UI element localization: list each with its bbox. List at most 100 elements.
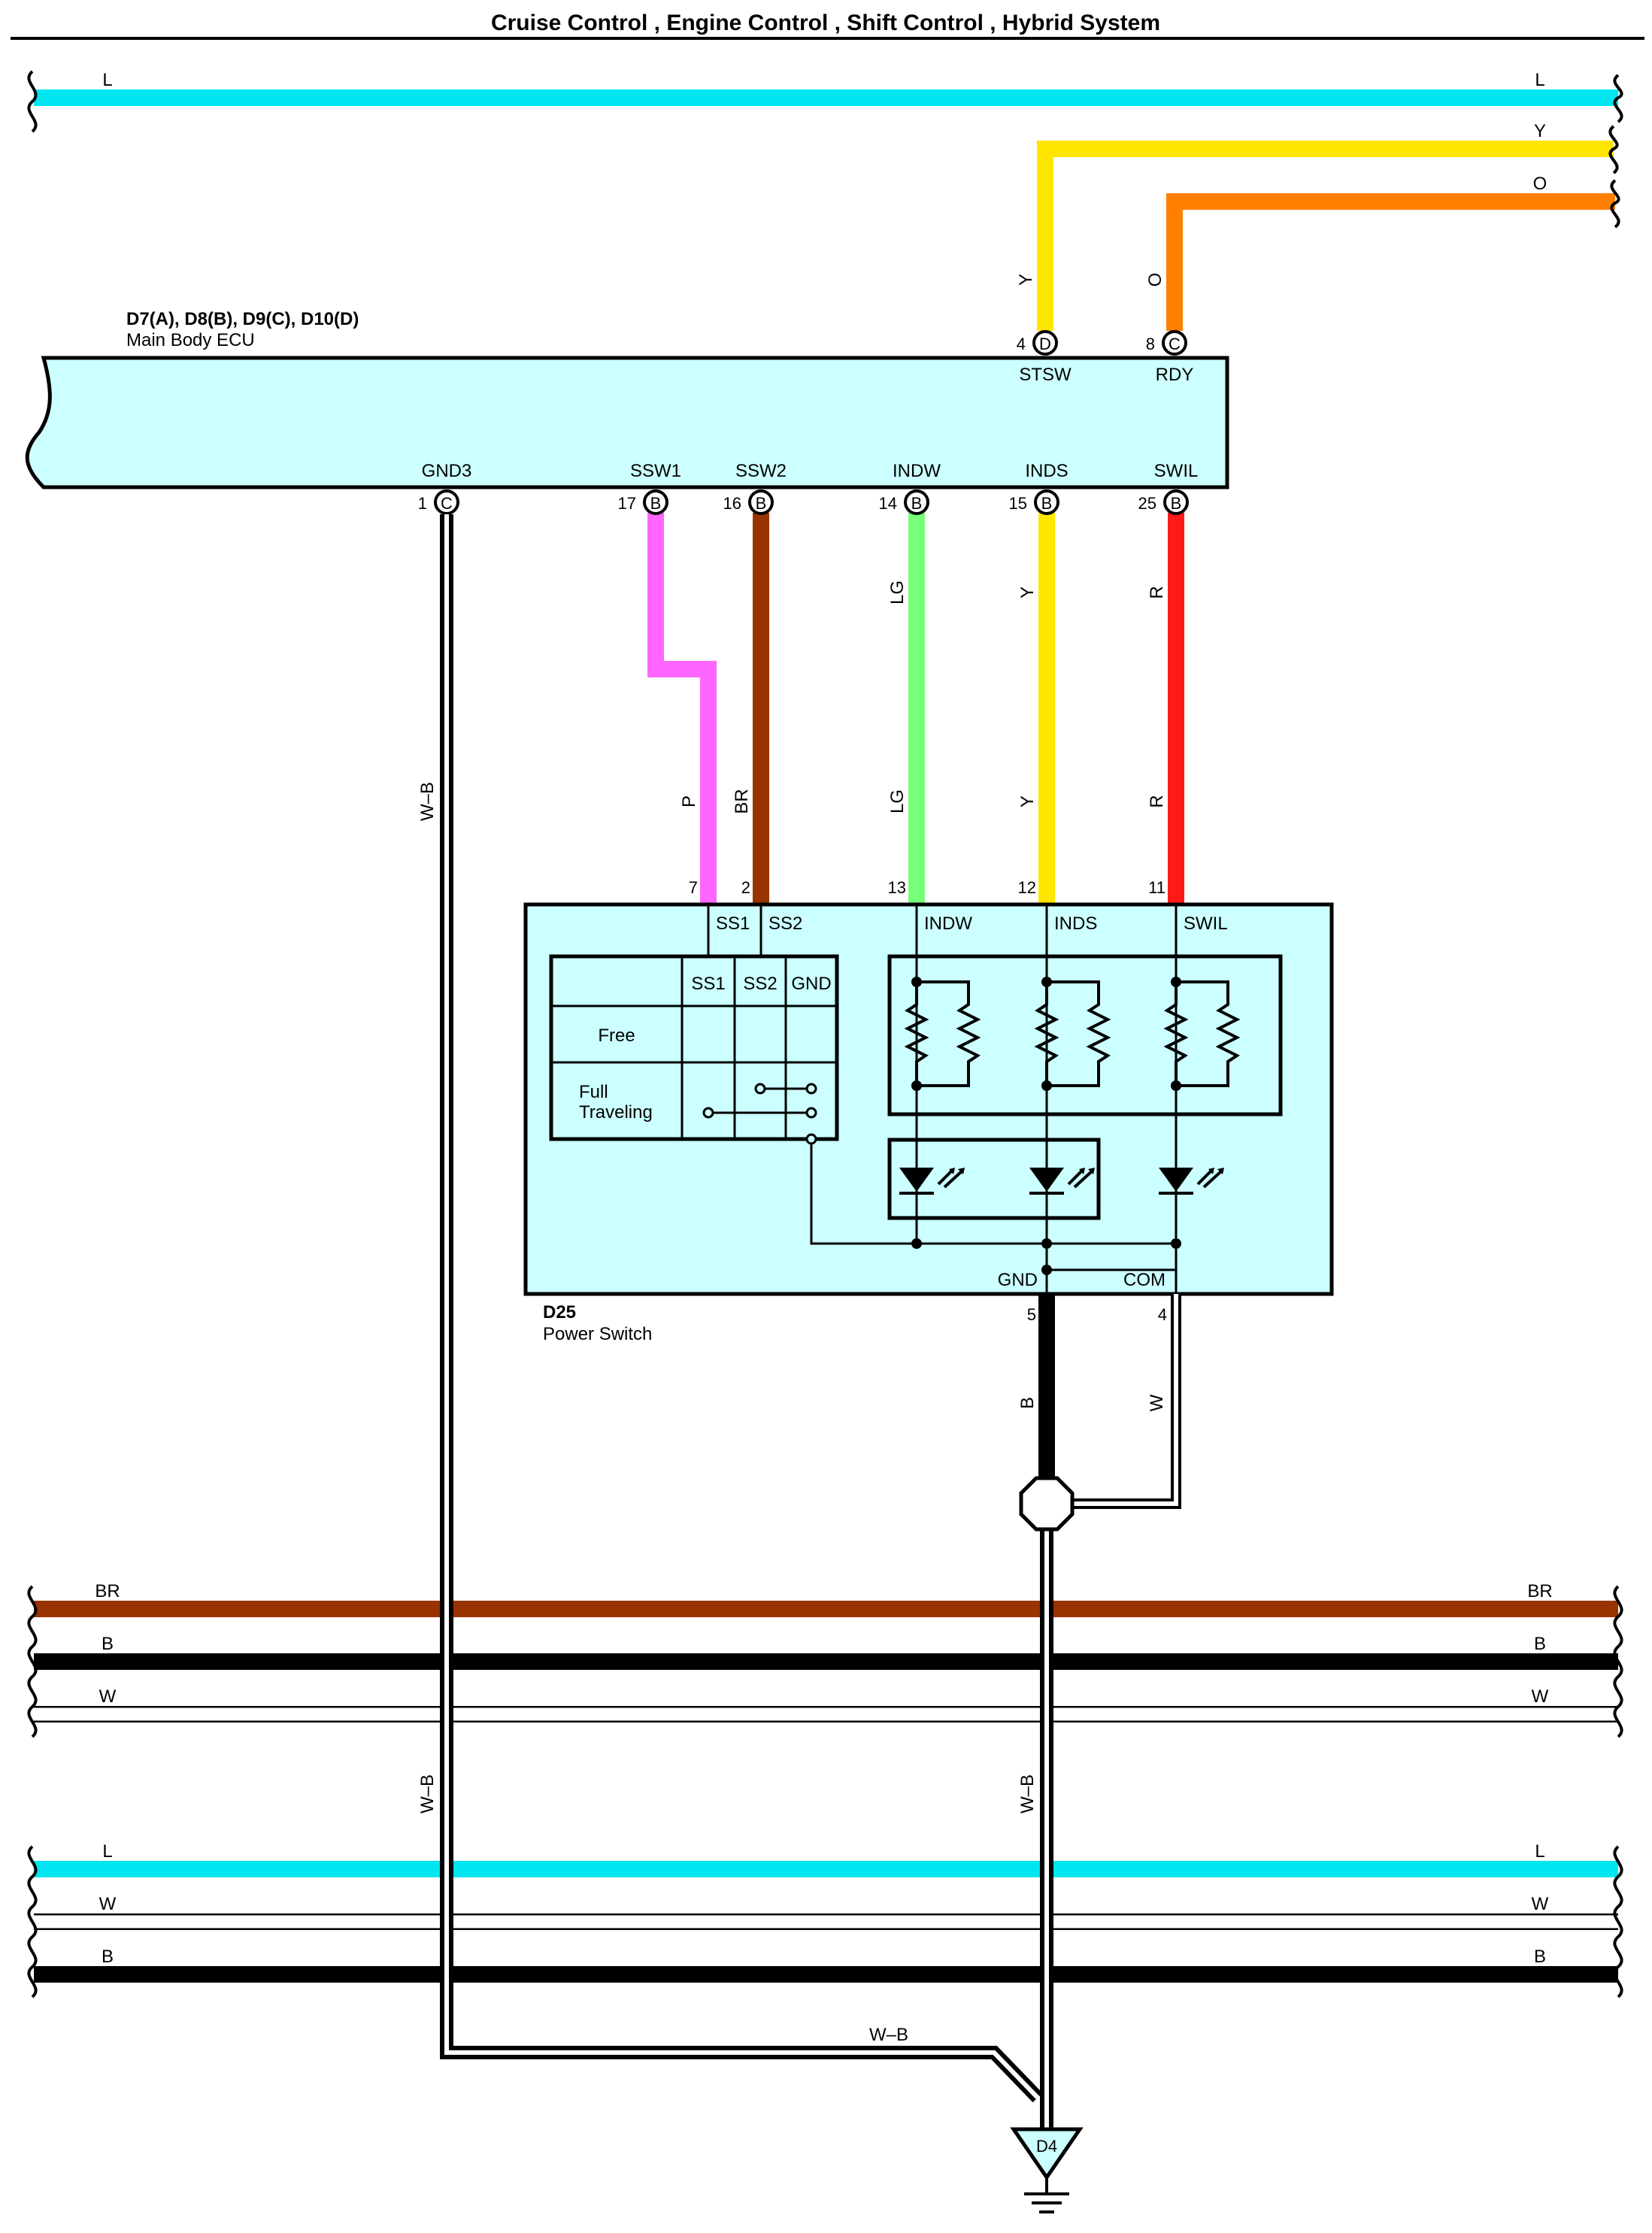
label-w-low-right: W <box>1532 1894 1549 1914</box>
label-w-com-wire: W <box>1147 1394 1167 1411</box>
label-w-mid-right: W <box>1532 1686 1549 1707</box>
wave-break-right-mid <box>1613 1585 1623 1738</box>
wave-break-right-low <box>1613 1845 1623 1998</box>
label-b-gnd-wire: B <box>1017 1397 1038 1409</box>
splice-point-icon <box>1019 1476 1075 1532</box>
pin-gnd3-number: 1 <box>418 494 427 513</box>
pin-stsw-connector: D <box>1039 335 1051 353</box>
ps-pin-gnd-label: GND <box>998 1270 1038 1290</box>
ecu-connectors: D7(A), D8(B), D9(C), D10(D) <box>126 309 359 329</box>
switch-table-header-ss1: SS1 <box>691 974 725 994</box>
pin-ssw1-terminal <box>643 489 668 515</box>
label-br-mid-right: BR <box>1527 1581 1552 1601</box>
led-gnd-node-1 <box>911 1238 922 1249</box>
ps-pin-com-number: 4 <box>1158 1305 1167 1324</box>
ps-pin-ss2-label: SS2 <box>768 914 802 934</box>
ground-wiring: 5 4 B W W–B D4 <box>1010 1294 1181 2213</box>
label-y-stsw-wire: Y <box>1016 274 1036 286</box>
led-gnd-node-2 <box>1041 1238 1052 1249</box>
pin-indw-connector: B <box>911 494 923 513</box>
label-r-wire-upper: R <box>1147 586 1167 598</box>
switch-table-header-ss2: SS2 <box>743 974 777 994</box>
pin-inds-terminal <box>1034 489 1059 515</box>
ps-pin-swil-number: 11 <box>1148 878 1165 897</box>
resistor-inds-node-top <box>1041 977 1052 987</box>
label-w-mid-left: W <box>99 1686 117 1707</box>
wire-p-ssw1 <box>647 513 717 904</box>
label-y-top-right: Y <box>1534 121 1546 141</box>
ecu-to-switch-wires: P BR LG LG Y Y R R <box>647 513 1184 904</box>
ps-pin-ss1-number: 7 <box>689 878 698 897</box>
power-switch-name: Power Switch <box>543 1324 652 1344</box>
wave-break-left-low <box>27 1845 38 1998</box>
ecu-box <box>25 356 1229 489</box>
resistor-inds-a <box>1034 982 1059 1086</box>
resistor-pair-inds <box>1034 977 1111 1091</box>
led-block-frame <box>887 1138 1101 1220</box>
main-body-ecu: D7(A), D8(B), D9(C), D10(D) Main Body EC… <box>25 309 1229 489</box>
wire-wb-gnd3-inner <box>444 514 1040 2100</box>
pin-inds-connector: B <box>1041 494 1053 513</box>
pin-rdy-connector: C <box>1169 335 1181 353</box>
label-y-wire-upper: Y <box>1017 586 1038 598</box>
led-swil-icon <box>1159 1168 1224 1195</box>
middle-harness: BR BR B B W W <box>27 1581 1623 1738</box>
label-l-low-left: L <box>102 1841 112 1862</box>
pin-swil-number: 25 <box>1138 494 1156 513</box>
pin-rdy-number: 8 <box>1146 335 1155 353</box>
switch-state-table: SS1 SS2 GND Free Full Traveling <box>549 954 839 1145</box>
switch-table-row-traveling: Traveling <box>579 1102 653 1123</box>
resistor-indw-node-bottom <box>911 1080 922 1091</box>
resistor-pair-indw <box>904 977 981 1091</box>
ecu-name: Main Body ECU <box>126 330 255 350</box>
pin-stsw-terminal <box>1032 330 1058 356</box>
label-l-low-right: L <box>1535 1841 1544 1862</box>
switch-table-frame <box>549 954 839 1141</box>
wave-break-left-mid <box>27 1585 38 1738</box>
ps-pin-swil-label: SWIL <box>1184 914 1228 934</box>
label-l-top-right: L <box>1535 70 1544 90</box>
pin-rdy-terminal <box>1162 330 1187 356</box>
pin-swil-terminal <box>1163 489 1189 515</box>
resistor-swil-b <box>1176 980 1241 1087</box>
led-inds-icon <box>1029 1168 1095 1195</box>
wave-break-left-top <box>27 70 38 133</box>
label-wb-drop: W–B <box>1017 1774 1038 1813</box>
ps-pin-ss1-label: SS1 <box>716 914 750 934</box>
pin-stsw-number: 4 <box>1017 335 1026 353</box>
power-switch-box <box>523 902 1334 1296</box>
label-lg-wire-upper: LG <box>887 580 908 604</box>
ps-pin-gnd-number: 5 <box>1027 1305 1036 1324</box>
pin-indw-label: INDW <box>893 461 941 481</box>
pin-indw-number: 14 <box>879 494 897 513</box>
pin-inds-number: 15 <box>1009 494 1027 513</box>
label-wb-gnd3-a: W–B <box>417 782 438 821</box>
wave-break-right-o <box>1610 179 1620 229</box>
label-p-wire: P <box>679 795 699 807</box>
pin-ssw1-label: SSW1 <box>630 461 681 481</box>
pin-ssw2-number: 16 <box>723 494 741 513</box>
pin-ssw2-terminal <box>748 489 774 515</box>
pin-swil-connector: B <box>1171 494 1182 513</box>
power-switch-code: D25 <box>543 1302 576 1323</box>
ps-pin-inds-number: 12 <box>1018 878 1036 897</box>
label-l-top-left: L <box>102 70 112 90</box>
ground-symbol-icon <box>1024 2177 1069 2213</box>
pin-gnd3-label: GND3 <box>422 461 472 481</box>
led-indw-icon <box>899 1168 965 1195</box>
resistor-swil-a <box>1163 982 1189 1086</box>
ps-pin-indw-label: INDW <box>924 914 972 934</box>
ps-pin-ss2-number: 2 <box>741 878 750 897</box>
diagram-title: Cruise Control , Engine Control , Shift … <box>491 11 1160 35</box>
wave-break-right-top-l <box>1613 74 1623 123</box>
label-r-wire-lower: R <box>1147 795 1167 807</box>
label-br-mid-left: BR <box>95 1581 120 1601</box>
switch-contact-dot-1 <box>702 1107 714 1119</box>
switch-table-row-free: Free <box>598 1026 635 1046</box>
label-wb-gnd3-bottom: W–B <box>869 2025 908 2045</box>
pin-ssw2-connector: B <box>756 494 767 513</box>
resistor-inds-b <box>1047 980 1111 1087</box>
label-b-mid-right: B <box>1534 1634 1546 1654</box>
resistor-indw-node-top <box>911 977 922 987</box>
